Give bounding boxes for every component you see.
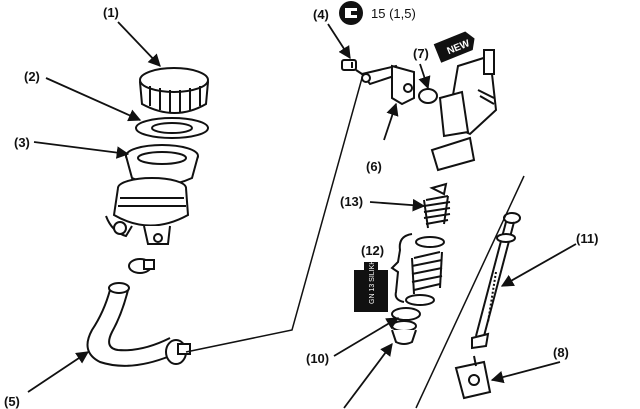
callout-10: (10) [306, 351, 330, 366]
callout-13: (13) [340, 194, 364, 209]
union-joint [360, 64, 415, 106]
primary-spring [423, 182, 451, 229]
grease-bottle: GN 13 SILIKHE [354, 255, 388, 312]
reservoir-body [105, 177, 190, 245]
callout-4: (4) [313, 7, 329, 22]
callout-3: (3) [14, 135, 30, 150]
master-cylinder-body [430, 49, 498, 172]
section-line-left [185, 77, 363, 353]
hose-clamp-lower [165, 339, 191, 365]
circlip [391, 307, 421, 345]
leader-lines [27, 21, 577, 409]
new-part-badge-icon: NEW [433, 31, 475, 63]
grease-bottle-label: GN 13 SILIKHE [369, 255, 376, 304]
callout-7: (7) [413, 46, 429, 61]
diaphragm-plate [135, 117, 209, 139]
torque-wrench-icon [339, 1, 363, 25]
section-line-right [415, 175, 525, 409]
reservoir-hose [86, 282, 171, 367]
piston-group-brace [390, 233, 413, 303]
callout-5: (5) [4, 394, 20, 409]
callout-8: (8) [553, 345, 569, 360]
callout-6: (6) [366, 159, 382, 174]
banjo-bolt [341, 59, 363, 75]
torque-spec: 15 (1,5) [371, 6, 416, 21]
piston-assembly [405, 236, 445, 306]
callout-1: (1) [103, 5, 119, 20]
reservoir-cap [138, 67, 210, 114]
callout-12: (12) [361, 243, 385, 258]
o-ring [418, 88, 438, 104]
hose-clamp-upper [128, 258, 155, 274]
callout-2: (2) [24, 69, 40, 84]
clevis [454, 355, 492, 400]
callout-11: (11) [576, 231, 599, 246]
pushrod [471, 212, 521, 350]
